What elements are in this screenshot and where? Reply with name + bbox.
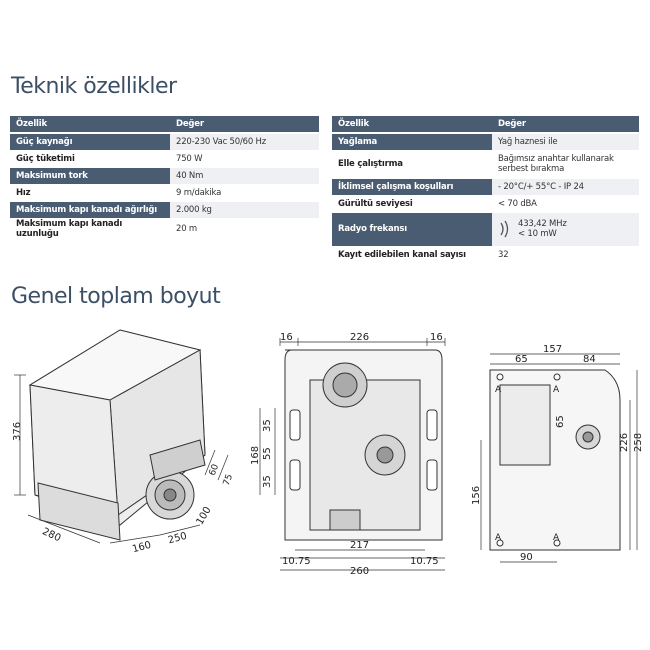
dim-front-top-right: 16: [430, 332, 443, 343]
row-key: Güç tüketimi: [10, 150, 170, 168]
dim-iso-100: 100: [195, 505, 214, 527]
dim-front-35b: 35: [262, 475, 273, 488]
row-value: 32: [492, 246, 639, 264]
radio-power: < 10 mW: [518, 229, 557, 239]
section-title-dimensions: Genel toplam boyut: [11, 284, 221, 309]
mark-a-bottom-left: A: [495, 533, 502, 543]
header-feature: Özellik: [332, 116, 492, 134]
mark-a-top-left: A: [495, 385, 502, 395]
row-key: İklimsel çalışma koşulları: [332, 178, 492, 196]
dim-iso-60: 60: [208, 463, 221, 477]
table-row: Gürültü seviyesi < 70 dBA: [332, 195, 639, 213]
mark-a-bottom-right: A: [553, 533, 560, 543]
row-key: Maksimum tork: [10, 167, 170, 185]
dim-iso-height: 376: [12, 422, 23, 441]
front-drawing: 16 226 16 35 55 35 168 217 10.75 10.75 2…: [250, 332, 446, 575]
table-row: Hız 9 m/dakika: [10, 184, 319, 202]
row-key: Gürültü seviyesi: [332, 195, 492, 213]
row-key: Güç kaynağı: [10, 133, 170, 151]
row-value: < 70 dBA: [492, 195, 639, 213]
radio-wave-icon: [500, 220, 509, 238]
header-feature: Özellik: [10, 116, 170, 134]
row-value: 9 m/dakika: [170, 184, 319, 202]
table-row: Maksimum tork 40 Nm: [10, 167, 319, 185]
section-title-technical: Teknik özellikler: [11, 74, 177, 99]
row-value: 220-230 Vac 50/60 Hz: [170, 133, 319, 151]
row-value: 433,42 MHz < 10 mW: [492, 212, 639, 247]
row-value: Bağımsız anahtar kullanarak serbest bıra…: [492, 150, 639, 179]
dim-plan-v65: 65: [555, 415, 566, 428]
dim-plan-90: 90: [520, 552, 533, 563]
table-row: Maksimum kapı kanadı ağırlığı 2.000 kg: [10, 201, 319, 219]
dim-plan-65: 65: [515, 354, 528, 365]
header-value: Değer: [170, 116, 319, 134]
dim-front-55: 55: [262, 447, 273, 460]
row-key: Yağlama: [332, 133, 492, 151]
header-value: Değer: [492, 116, 639, 134]
dim-front-1075b: 10.75: [410, 556, 439, 567]
dim-front-260: 260: [350, 566, 369, 575]
table-row: Kayıt edilebilen kanal sayısı 32: [332, 246, 639, 264]
isometric-drawing: 376 280 160 250 100 60 75: [12, 329, 235, 556]
row-value: 40 Nm: [170, 167, 319, 185]
row-value: 2.000 kg: [170, 201, 319, 219]
table-row: Maksimum kapı kanadı uzunluğu 20 m: [10, 218, 319, 240]
dim-front-217: 217: [350, 540, 369, 551]
radio-frequency: 433,42 MHz: [518, 219, 567, 229]
row-value: 750 W: [170, 150, 319, 168]
dim-plan-226: 226: [619, 433, 630, 452]
row-key: Maksimum kapı kanadı ağırlığı: [10, 201, 170, 219]
plan-drawing: 157 65 84 65 226 258 156 90 A A A A: [471, 344, 644, 563]
row-key: Hız: [10, 184, 170, 202]
row-key: Elle çalıştırma: [332, 150, 492, 179]
dim-front-168: 168: [250, 446, 261, 465]
dim-iso-75: 75: [222, 473, 235, 487]
table-row: Elle çalıştırma Bağımsız anahtar kullana…: [332, 150, 639, 179]
table-row: İklimsel çalışma koşulları - 20°C/+ 55°C…: [332, 178, 639, 196]
row-value: - 20°C/+ 55°C - IP 24: [492, 178, 639, 196]
mark-a-top-right: A: [553, 385, 560, 395]
table-header-row: Özellik Değer: [10, 116, 319, 134]
table-row: Güç kaynağı 220-230 Vac 50/60 Hz: [10, 133, 319, 151]
row-value: 20 m: [170, 218, 319, 240]
table-header-row: Özellik Değer: [332, 116, 639, 134]
table-row: Güç tüketimi 750 W: [10, 150, 319, 168]
table-row: Radyo frekansı 433,42 MHz < 10 mW: [332, 212, 639, 247]
row-key: Maksimum kapı kanadı uzunluğu: [10, 218, 170, 240]
dim-plan-258: 258: [633, 433, 644, 452]
spec-table-right: Özellik Değer Yağlama Yağ haznesi ile El…: [332, 116, 639, 264]
dim-iso-250: 250: [167, 531, 188, 547]
dim-plan-84: 84: [583, 354, 596, 365]
dim-front-top-mid: 226: [350, 332, 369, 343]
dim-plan-156: 156: [471, 486, 482, 505]
row-key: Kayıt edilebilen kanal sayısı: [332, 246, 492, 264]
row-value: Yağ haznesi ile: [492, 133, 639, 151]
dim-front-35a: 35: [262, 419, 273, 432]
dim-iso-depth: 280: [40, 526, 62, 544]
dim-front-top-left: 16: [280, 332, 293, 343]
dim-plan-157: 157: [543, 344, 562, 355]
spec-table-left: Özellik Değer Güç kaynağı 220-230 Vac 50…: [10, 116, 319, 240]
row-key: Radyo frekansı: [332, 212, 492, 247]
dim-iso-160: 160: [131, 540, 152, 556]
table-row: Yağlama Yağ haznesi ile: [332, 133, 639, 151]
dim-front-1075a: 10.75: [282, 556, 311, 567]
